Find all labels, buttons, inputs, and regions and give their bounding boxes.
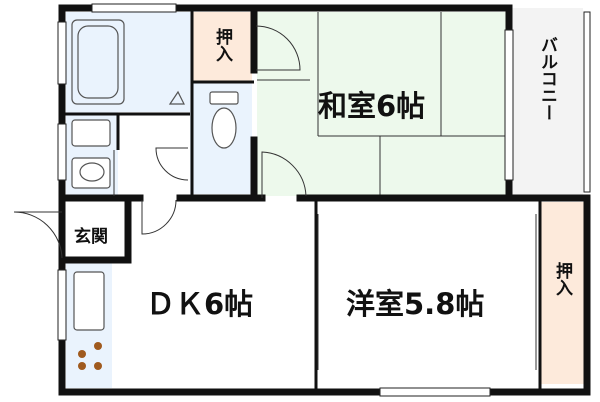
closet-right-fill [540,202,584,384]
tatami-lines [257,12,509,196]
room-label-washitsu: 和室6帖 [318,89,425,123]
window-balcony [504,29,514,181]
window-wash [57,123,67,181]
toilet-icon [209,91,239,149]
room-label-oshiire-top: 押入 [212,27,233,62]
window-top-bath [91,3,177,13]
door-closet-top [255,25,301,71]
tatami-fill [257,12,509,196]
door-dk [141,199,177,235]
partitions [62,8,542,392]
stove-burner-icon [78,342,102,370]
room-label-dk: ＤＫ6帖 [146,287,253,321]
door-washitsu [261,151,307,198]
door-toilet [155,147,189,181]
room-label-yoshitsu: 洋室5.8帖 [346,287,484,321]
window-kitchen [57,269,67,341]
bathtub-icon [71,19,185,105]
room-fills [66,8,584,388]
doors [13,25,537,370]
windows [57,3,591,397]
door-entrance [13,211,63,259]
window-bath [57,21,67,85]
room-label-oshiire-right: 押入 [552,261,573,296]
bathroom-fill [66,12,192,112]
window-right [583,11,591,193]
window-bottom [379,387,491,397]
room-label-genkan: 玄関 [74,226,108,247]
kitchen-sink-icon [73,271,105,331]
balcony-fill [509,8,583,196]
room-label-balcony: バルコニー [537,36,558,121]
washbasin-icon [71,119,111,189]
closet-top-fill [192,12,252,82]
